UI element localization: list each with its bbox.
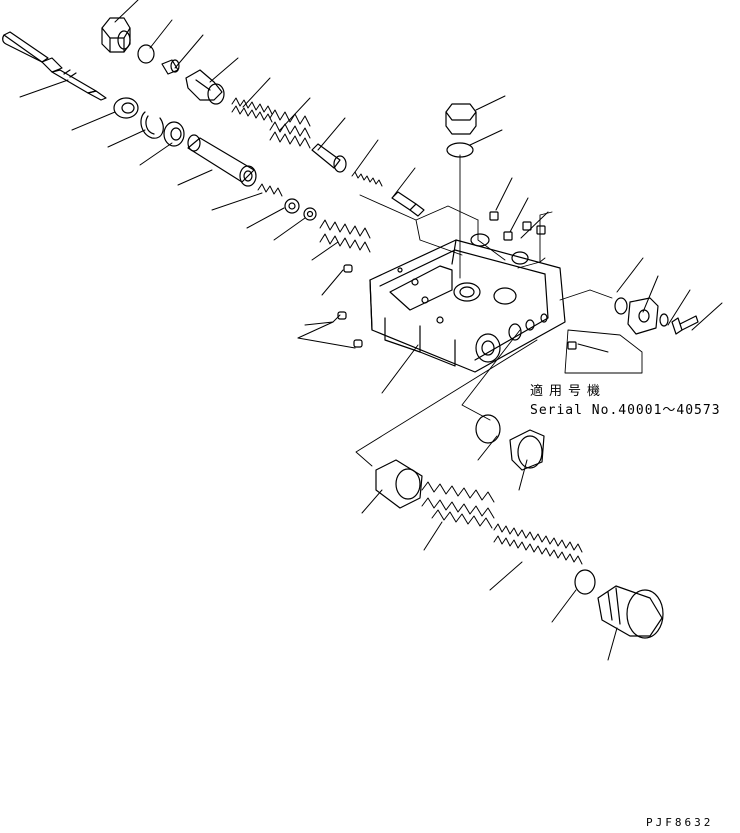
- o-ring-top: [137, 44, 155, 64]
- washer-side: [659, 313, 669, 327]
- control-rod: [2, 31, 107, 101]
- spring-3: [351, 171, 383, 187]
- drawing-code: PJF8632: [646, 816, 714, 829]
- spring-2: [269, 109, 311, 149]
- washer: [163, 121, 185, 147]
- small-bolt-2: [337, 311, 347, 320]
- o-ring-side: [614, 297, 628, 315]
- plug-top: [101, 17, 131, 53]
- o-ring-bottom: [574, 569, 596, 595]
- nut-2: [303, 207, 317, 221]
- plug-right: [445, 103, 477, 135]
- serial-range-label: Serial No.40001～40573: [530, 403, 721, 418]
- oil-seal: [113, 97, 139, 119]
- small-plug: [161, 59, 180, 75]
- spring-lower-1: [421, 481, 495, 529]
- o-ring-right: [446, 142, 474, 158]
- bolt-side: [671, 315, 699, 335]
- valve-insert: [185, 69, 225, 105]
- spring-1: [231, 97, 273, 123]
- leader-lines: [19, 0, 723, 661]
- valve-body: [369, 233, 566, 373]
- bolts-top: [489, 211, 546, 241]
- spring-lower-2: [493, 523, 583, 565]
- small-bolt-serial: [567, 341, 577, 350]
- plug-lower: [509, 429, 545, 471]
- snap-ring: [140, 111, 164, 139]
- spring-5: [319, 219, 371, 253]
- small-bolt-3: [353, 339, 363, 348]
- applicable-serial-label: 適用号機: [530, 384, 607, 399]
- sleeve-lower: [375, 459, 423, 509]
- spring-4: [257, 183, 283, 197]
- o-ring-lower: [475, 414, 501, 444]
- stem-spool: [391, 191, 425, 217]
- piston-small: [311, 143, 347, 173]
- cover-plate: [627, 297, 659, 335]
- nut-1: [284, 198, 300, 214]
- plug-bottom: [597, 585, 664, 639]
- small-bolt-1: [343, 264, 353, 273]
- assembly-guide-lines: [355, 154, 643, 467]
- sleeve: [187, 134, 257, 187]
